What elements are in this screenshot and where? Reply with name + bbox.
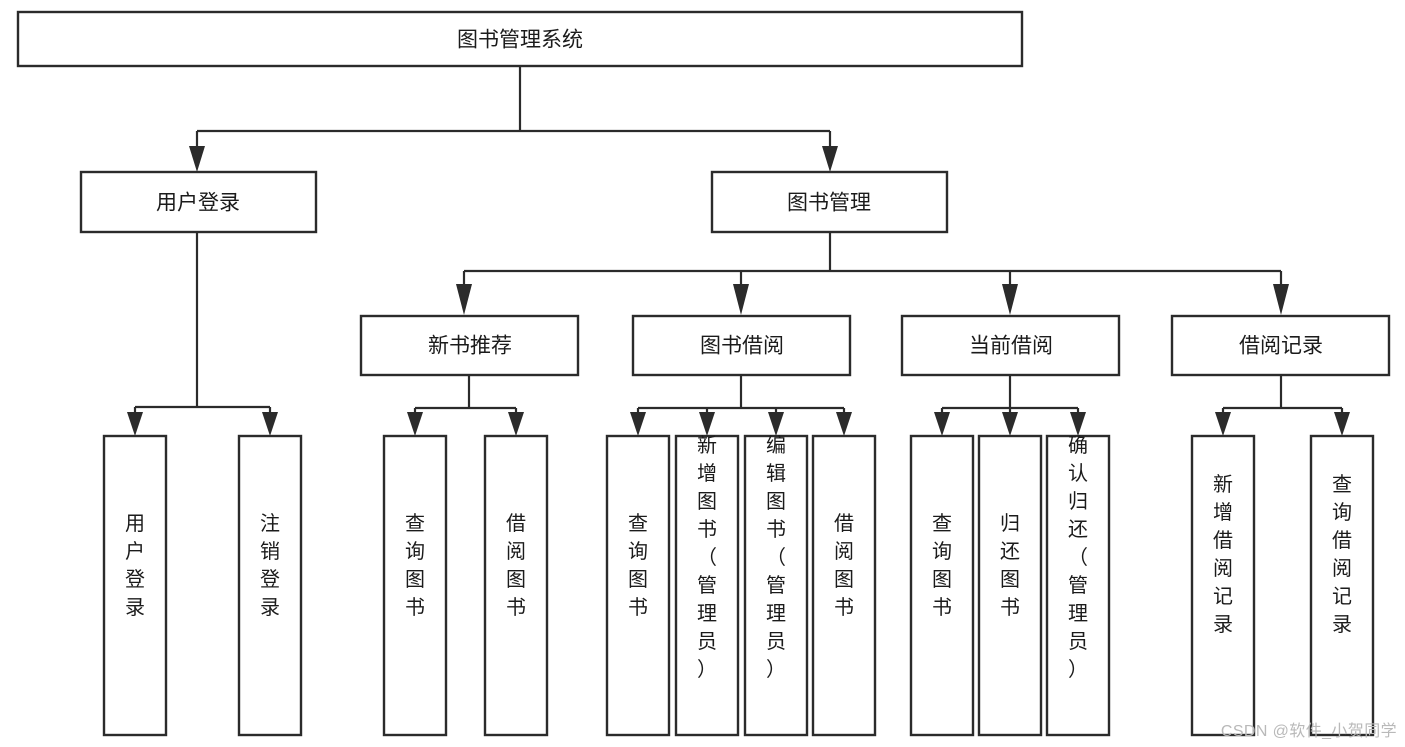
arrow-head-book-manage <box>822 146 838 172</box>
arrow-head-bookborrow-leaf1 <box>630 412 646 436</box>
leaf-user-login-label: 用户登录 <box>125 513 145 619</box>
node-new-book-recommend-box[interactable] <box>359 314 580 377</box>
node-book-manage-label: 图书管理 <box>787 192 871 215</box>
arrow-head-currentborrow-leaf1 <box>934 412 950 436</box>
node-book-borrow[interactable]: 图书借阅 <box>631 314 852 377</box>
arrow-head-bookborrow-leaf3 <box>768 412 784 436</box>
node-borrow-record[interactable]: 借阅记录 <box>1170 314 1391 377</box>
leaf-node[interactable]: 新增图书（管理员） <box>674 434 740 737</box>
arrow-head-bookborrow-leaf2 <box>699 412 715 436</box>
node-root-label: 图书管理系统 <box>457 29 583 52</box>
leaf-bookborrow-add-box[interactable] <box>674 434 740 737</box>
node-borrow-record-box[interactable] <box>1170 314 1391 377</box>
node-current-borrow-box[interactable] <box>900 314 1121 377</box>
arrow-head-current-borrow <box>1002 284 1018 315</box>
arrow-head-currentborrow-leaf3 <box>1070 412 1086 436</box>
leaf-node[interactable]: 借阅图书 <box>483 434 549 737</box>
leaf-bookborrow-edit-box[interactable] <box>743 434 809 737</box>
leaf-bookborrow-query-box[interactable] <box>605 434 671 737</box>
arrow-head-borrowrecord-leaf1 <box>1215 412 1231 436</box>
arrow-head-user-login <box>189 146 205 172</box>
leaf-bookborrow-edit-label: 编辑图书（管理员） <box>766 434 786 681</box>
node-current-borrow[interactable]: 当前借阅 <box>900 314 1121 377</box>
leaf-currentborrow-confirm-label: 确认归还（管理员） <box>1068 434 1088 681</box>
arrow-head-bookborrow-leaf4 <box>836 412 852 436</box>
leaf-borrowrecord-add-label: 新增借阅记录 <box>1213 473 1233 636</box>
node-new-book-recommend-label: 新书推荐 <box>428 335 512 358</box>
arrow-head-borrowrecord-leaf2 <box>1334 412 1350 436</box>
leaf-node[interactable]: 查询图书 <box>382 434 448 737</box>
node-root[interactable]: 图书管理系统 <box>16 10 1024 68</box>
leaf-node[interactable]: 查询图书 <box>605 434 671 737</box>
leaf-bookborrow-borrow-label: 借阅图书 <box>834 512 854 619</box>
leaf-currentborrow-return-label: 归还图书 <box>1000 512 1020 619</box>
node-user-login[interactable]: 用户登录 <box>79 170 318 234</box>
arrow-head-book-borrow <box>733 284 749 315</box>
leaf-logout-box[interactable] <box>237 434 303 737</box>
node-book-manage-box[interactable] <box>710 170 949 234</box>
arrow-head-newbook-leaf1 <box>407 412 423 436</box>
leaf-currentborrow-return-box[interactable] <box>977 434 1043 737</box>
leaf-node[interactable]: 查询图书 <box>909 434 975 737</box>
leaf-node[interactable]: 确认归还（管理员） <box>1045 434 1111 737</box>
arrow-head-leaf-logout <box>262 412 278 436</box>
arrow-head-leaf-user-login <box>127 412 143 436</box>
node-borrow-record-label: 借阅记录 <box>1239 335 1323 358</box>
node-root-box[interactable] <box>16 10 1024 68</box>
arrow-head-currentborrow-leaf2 <box>1002 412 1018 436</box>
leaf-logout-label: 注销登录 <box>260 512 280 619</box>
arrow-head-new-book <box>456 284 472 315</box>
leaf-node[interactable]: 用户登录 <box>102 434 168 737</box>
leaf-borrowrecord-query-box[interactable] <box>1309 434 1375 737</box>
leaf-bookborrow-borrow-box[interactable] <box>811 434 877 737</box>
leaf-node[interactable]: 新增借阅记录 <box>1190 434 1256 737</box>
node-book-manage[interactable]: 图书管理 <box>710 170 949 234</box>
node-user-login-label: 用户登录 <box>156 192 240 215</box>
leaf-bookborrow-add-label: 新增图书（管理员） <box>697 434 717 681</box>
leaf-node[interactable]: 编辑图书（管理员） <box>743 434 809 737</box>
leaf-newbook-borrow-box[interactable] <box>483 434 549 737</box>
leaf-node[interactable]: 查询借阅记录 <box>1309 434 1375 737</box>
node-current-borrow-label: 当前借阅 <box>969 335 1053 358</box>
leaf-borrowrecord-query-label: 查询借阅记录 <box>1332 473 1352 636</box>
arrow-head-newbook-leaf2 <box>508 412 524 436</box>
connector-layer <box>127 66 1350 436</box>
node-book-borrow-label: 图书借阅 <box>700 335 784 358</box>
leaf-user-login-box[interactable] <box>102 434 168 737</box>
leaf-currentborrow-query-box[interactable] <box>909 434 975 737</box>
leaf-node[interactable]: 借阅图书 <box>811 434 877 737</box>
arrow-head-borrow-record <box>1273 284 1289 315</box>
leaf-newbook-borrow-label: 借阅图书 <box>506 512 526 619</box>
leaf-node[interactable]: 注销登录 <box>237 434 303 737</box>
node-book-borrow-box[interactable] <box>631 314 852 377</box>
node-new-book-recommend[interactable]: 新书推荐 <box>359 314 580 377</box>
leaf-node[interactable]: 归还图书 <box>977 434 1043 737</box>
leaf-currentborrow-query-label: 查询图书 <box>932 512 952 619</box>
leaf-currentborrow-confirm-box[interactable] <box>1045 434 1111 737</box>
leaf-newbook-query-box[interactable] <box>382 434 448 737</box>
leaf-bookborrow-query-label: 查询图书 <box>628 512 648 619</box>
leaf-newbook-query-label: 查询图书 <box>405 512 425 619</box>
leaf-borrowrecord-add-box[interactable] <box>1190 434 1256 737</box>
csdn-watermark: CSDN @软件_小贺同学 <box>1220 723 1397 740</box>
node-user-login-box[interactable] <box>79 170 318 234</box>
